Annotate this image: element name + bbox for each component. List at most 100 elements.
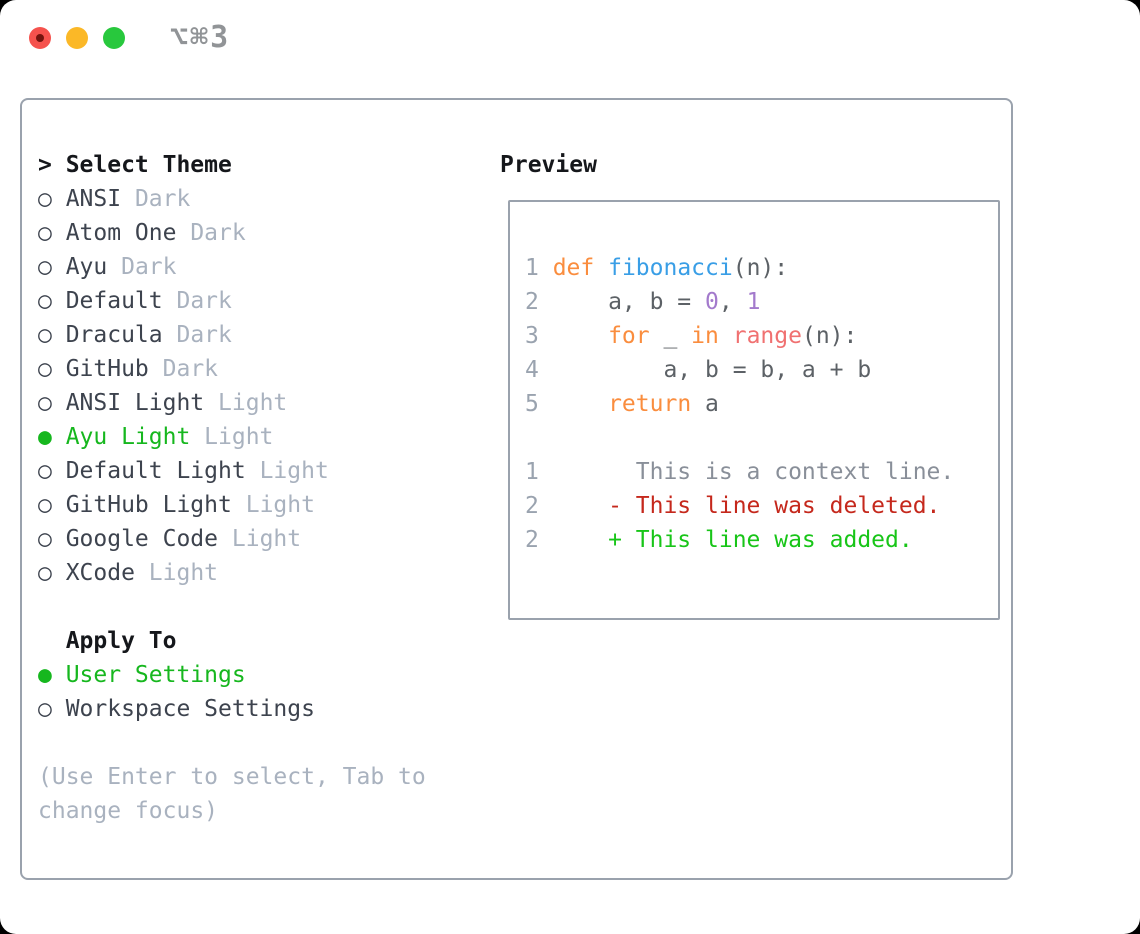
theme-name: Default Light <box>65 458 246 484</box>
theme-option-github-light-light[interactable]: ○GitHub Light Light <box>38 488 426 522</box>
code-line: 5 return a <box>525 387 998 421</box>
radio-selected-icon: ● <box>38 662 52 688</box>
code-line: 1 def fibonacci(n): <box>525 251 998 285</box>
theme-name: Atom One <box>65 220 177 246</box>
code-token: return <box>608 391 692 417</box>
code-token <box>553 391 608 417</box>
theme-name: ANSI <box>65 186 122 212</box>
apply-option-user-settings[interactable]: ● User Settings <box>38 658 426 692</box>
radio-selected-icon: ● <box>38 424 52 450</box>
apply-option-workspace-settings[interactable]: ○Workspace Settings <box>38 692 426 726</box>
code-token <box>553 323 608 349</box>
theme-variant: Dark <box>176 288 232 314</box>
code-token: (n): <box>801 323 858 349</box>
apply-to-header: Apply To <box>38 624 426 658</box>
theme-name: Ayu Light <box>65 424 191 450</box>
code-token: in <box>691 323 719 349</box>
code-token: 1 <box>746 289 761 315</box>
radio-icon: ○ <box>38 356 52 382</box>
theme-option-ayu-light-light[interactable]: ●Ayu Light Light <box>38 420 426 454</box>
theme-variant: Dark <box>190 220 246 246</box>
diff-line-added: 2 + This line was added. <box>525 523 998 557</box>
line-number: 2 <box>525 289 539 315</box>
radio-icon: ○ <box>38 492 52 518</box>
theme-variant: Light <box>231 526 302 552</box>
line-number: 2 <box>525 527 539 553</box>
theme-picker: >Select Theme ○ANSI Dark○Atom One Dark○A… <box>38 148 426 828</box>
theme-option-default-dark[interactable]: ○ Default Dark <box>38 284 426 318</box>
theme-option-default-light-light[interactable]: ○ Default Light Light <box>38 454 426 488</box>
radio-icon: ○ <box>38 458 52 484</box>
radio-icon: ○ <box>38 254 52 280</box>
theme-variant: Light <box>259 458 329 484</box>
theme-option-ansi-light-light[interactable]: ○ANSI Light Light <box>38 386 426 420</box>
theme-list: ○ANSI Dark○Atom One Dark○Ayu Dark○Defaul… <box>38 182 426 590</box>
line-number: 2 <box>525 493 539 519</box>
theme-name: Dracula <box>65 322 163 348</box>
diff-text: This is a context line. <box>552 459 955 485</box>
theme-name: XCode <box>65 560 135 586</box>
apply-option-label: User Settings <box>65 662 246 688</box>
code-token: def <box>552 255 595 281</box>
theme-list-header: >Select Theme <box>38 148 426 182</box>
theme-name: ANSI Light <box>65 390 205 416</box>
radio-icon: ○ <box>38 288 52 314</box>
blank-line <box>38 726 426 760</box>
titlebar: ⌥⌘3 <box>0 0 1140 76</box>
theme-variant: Dark <box>162 356 219 382</box>
radio-icon: ○ <box>38 390 52 416</box>
blank-line <box>38 590 426 624</box>
blank-line <box>525 217 998 251</box>
code-line: 3 for _ in range(n): <box>525 319 998 353</box>
code-line: 2 a, b = 0, 1 <box>525 285 998 319</box>
code-token: a, b = b, a + b <box>552 357 872 383</box>
theme-option-google-code-light[interactable]: ○Google Code Light <box>38 522 426 556</box>
theme-name: Default <box>65 288 163 314</box>
line-number: 5 <box>525 391 539 417</box>
help-text-line1: (Use Enter to select, Tab to <box>38 764 426 790</box>
theme-option-dracula-dark[interactable]: ○Dracula Dark <box>38 318 426 352</box>
apply-to-title: Apply To <box>65 628 177 654</box>
theme-name: GitHub Light <box>65 492 232 518</box>
radio-icon: ○ <box>38 186 52 212</box>
theme-option-ayu-dark[interactable]: ○Ayu Dark <box>38 250 426 284</box>
line-number: 1 <box>525 459 539 485</box>
preview-header: Preview <box>500 148 597 182</box>
theme-variant: Dark <box>121 254 177 280</box>
diff-block: 1 This is a context line.2 - This line w… <box>525 455 998 557</box>
minimize-button[interactable] <box>66 27 88 49</box>
theme-variant: Light <box>148 560 219 586</box>
code-token: for <box>608 323 650 349</box>
zoom-button[interactable] <box>103 27 125 49</box>
line-number: 1 <box>525 255 539 281</box>
theme-option-xcode-light[interactable]: ○ XCode Light <box>38 556 426 590</box>
code-token: a, b = <box>552 289 706 315</box>
code-line: 4 a, b = b, a + b <box>525 353 998 387</box>
diff-line-deleted: 2 - This line was deleted. <box>525 489 998 523</box>
diff-line-context: 1 This is a context line. <box>525 455 998 489</box>
radio-icon: ○ <box>38 560 52 586</box>
radio-icon: ○ <box>38 696 52 722</box>
code-token: (n): <box>732 255 789 281</box>
main-panel: >Select Theme ○ANSI Dark○Atom One Dark○A… <box>20 98 1013 880</box>
theme-variant: Dark <box>176 322 232 348</box>
theme-list-title: Select Theme <box>65 152 232 178</box>
theme-option-atom-one-dark[interactable]: ○ Atom One Dark <box>38 216 426 250</box>
code-token: fibonacci <box>608 255 733 281</box>
diff-text: + This line was added. <box>552 527 913 553</box>
theme-name: GitHub <box>65 356 149 382</box>
code-token: _ <box>649 323 692 349</box>
radio-icon: ○ <box>38 220 52 246</box>
theme-name: Google Code <box>65 526 219 552</box>
code-token <box>594 255 608 281</box>
close-button[interactable] <box>29 27 51 49</box>
line-number: 3 <box>525 323 539 349</box>
code-token <box>719 323 733 349</box>
theme-variant: Dark <box>134 186 191 212</box>
theme-option-ansi-dark[interactable]: ○ ANSI Dark <box>38 182 426 216</box>
line-number: 4 <box>525 357 539 383</box>
theme-option-github-dark[interactable]: ○ GitHub Dark <box>38 352 426 386</box>
apply-to-list: ● User Settings ○Workspace Settings <box>38 658 426 726</box>
